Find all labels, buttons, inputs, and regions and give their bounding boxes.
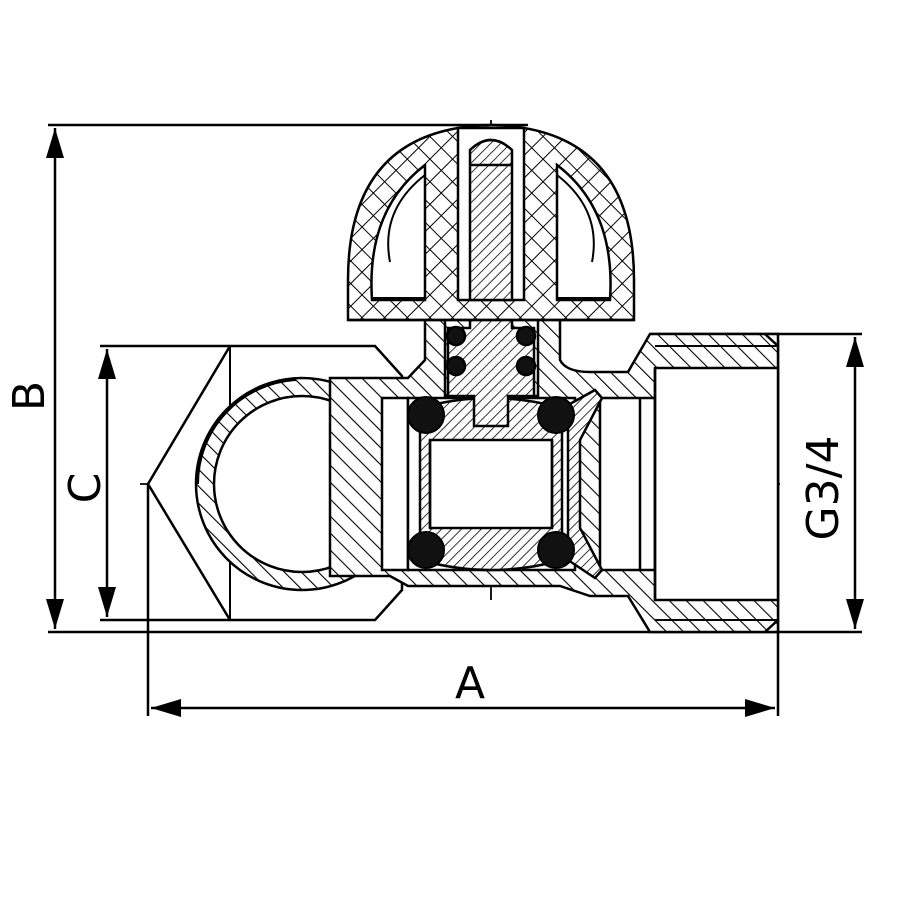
- ball-plug: [418, 388, 604, 580]
- dim-label-thread: G3/4: [798, 436, 849, 541]
- dim-label-c: C: [60, 473, 111, 504]
- seal-ring-top-left: [407, 396, 445, 434]
- dim-label-b: B: [4, 381, 55, 411]
- seal-ring-top-right: [537, 396, 575, 434]
- seal-ring-bottom-left: [407, 531, 445, 569]
- dim-label-a: A: [455, 658, 485, 709]
- seal-ring-bottom-right: [537, 531, 575, 569]
- seal-rings: [407, 396, 575, 569]
- handwheel-cap: [346, 123, 636, 322]
